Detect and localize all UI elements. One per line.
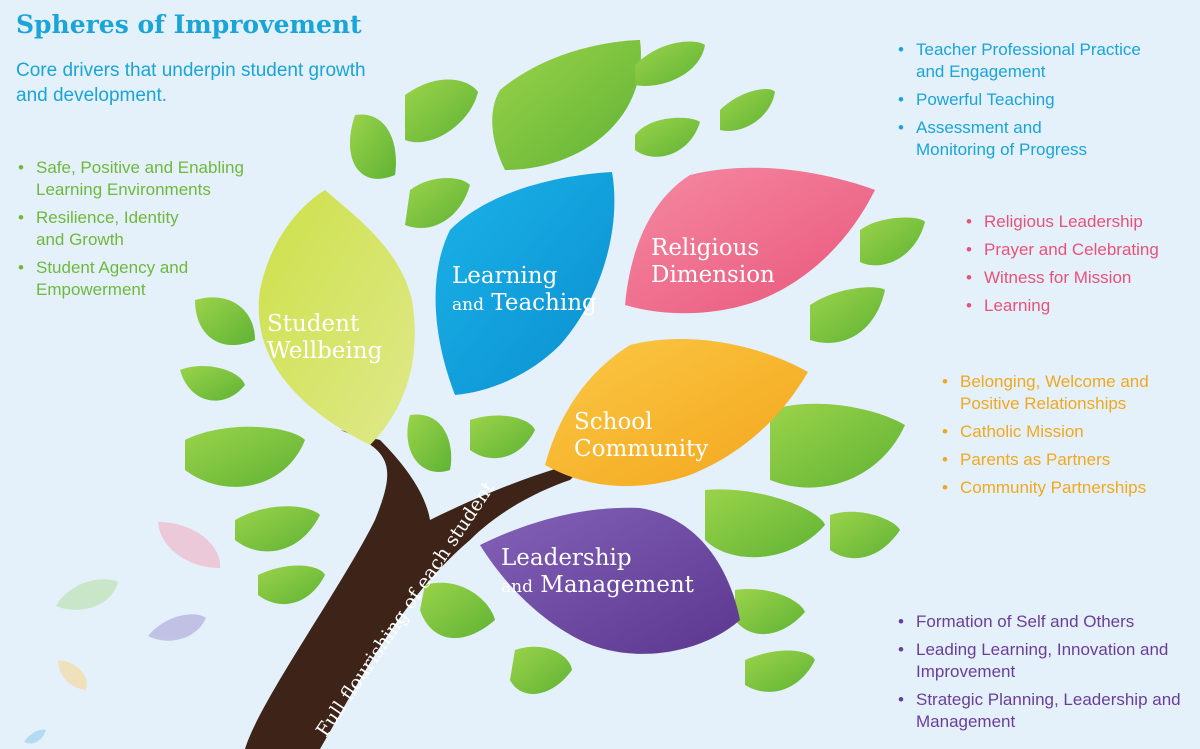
list-item: Prayer and Celebrating xyxy=(964,239,1194,261)
list-leadership-management: Formation of Self and Others Leading Lea… xyxy=(896,611,1186,739)
pastel-leaf-pink xyxy=(158,522,221,568)
pastel-leaf-yellow xyxy=(58,660,87,690)
tree-trunk xyxy=(245,430,590,749)
list-item: Leading Learning, Innovation and Improve… xyxy=(896,639,1176,683)
leaf-leadership-management xyxy=(480,507,740,654)
list-student-wellbeing: Safe, Positive and Enabling Learning Env… xyxy=(16,157,276,307)
list-item: Resilience, Identity and Growth xyxy=(16,207,206,251)
list-item: Strategic Planning, Leadership and Manag… xyxy=(896,689,1200,733)
leaf-learning-teaching xyxy=(435,172,615,395)
pastel-leaf-blue xyxy=(24,729,46,744)
list-item: Belonging, Welcome and Positive Relation… xyxy=(940,371,1190,415)
leaf-religious-dimension xyxy=(625,167,875,314)
list-item: Parents as Partners xyxy=(940,449,1195,471)
page-title: Spheres of Improvement xyxy=(16,10,362,39)
label-student-wellbeing: Student Wellbeing xyxy=(267,311,383,364)
label-religious-dimension: Religious Dimension xyxy=(651,235,775,288)
pastel-leaf-purple xyxy=(148,614,206,641)
label-leadership-management: Leadership and Management xyxy=(501,545,694,598)
list-school-community: Belonging, Welcome and Positive Relation… xyxy=(940,371,1195,505)
green-leaves xyxy=(180,40,925,694)
list-religious-dimension: Religious Leadership Prayer and Celebrat… xyxy=(964,211,1194,323)
list-item: Powerful Teaching xyxy=(896,89,1156,111)
label-school-community: School Community xyxy=(574,409,709,462)
pastel-leaf-green xyxy=(56,579,118,610)
list-learning-teaching: Teacher Professional Practice and Engage… xyxy=(896,39,1156,167)
leaf-school-community xyxy=(545,339,808,487)
list-item: Learning xyxy=(964,295,1194,317)
falling-leaves xyxy=(24,522,221,744)
list-item: Safe, Positive and Enabling Learning Env… xyxy=(16,157,276,201)
label-learning-teaching: Learning and Teaching xyxy=(452,263,597,316)
list-item: Assessment and Monitoring of Progress xyxy=(896,117,1116,161)
list-item: Religious Leadership xyxy=(964,211,1194,233)
page-subtitle: Core drivers that underpin student growt… xyxy=(16,60,366,106)
list-item: Student Agency and Empowerment xyxy=(16,257,226,301)
leaf-student-wellbeing xyxy=(258,190,415,445)
list-item: Formation of Self and Others xyxy=(896,611,1186,633)
list-item: Community Partnerships xyxy=(940,477,1195,499)
list-item: Catholic Mission xyxy=(940,421,1195,443)
list-item: Teacher Professional Practice and Engage… xyxy=(896,39,1141,83)
list-item: Witness for Mission xyxy=(964,267,1194,289)
